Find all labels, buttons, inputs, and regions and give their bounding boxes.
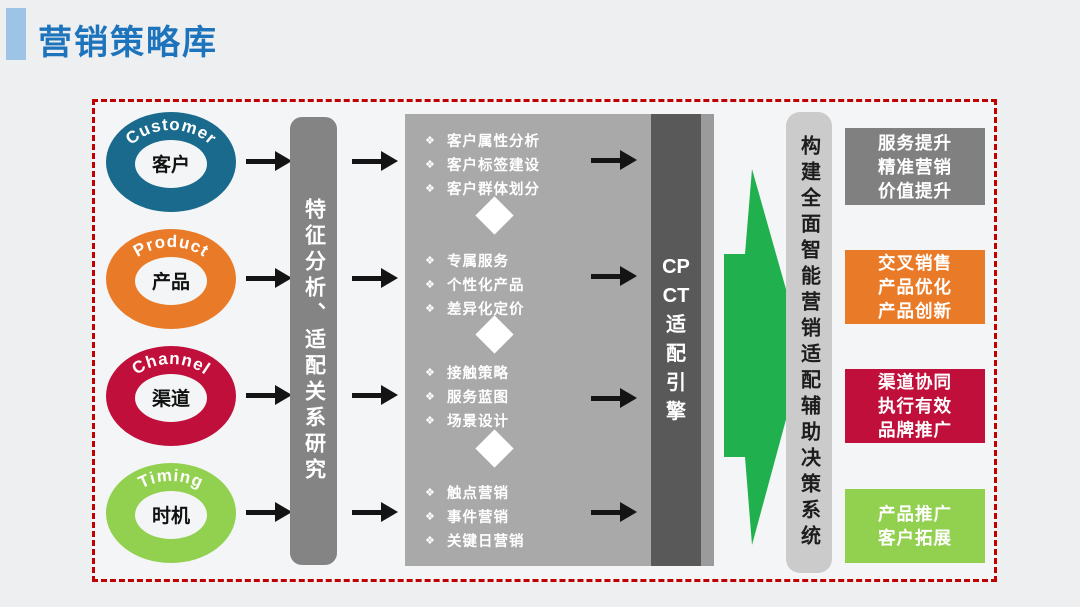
strategy-item: 个性化产品 (447, 277, 525, 294)
input-donut-channel: Channel 渠道 (106, 346, 236, 446)
donut-label-zh: 客户 (152, 153, 190, 176)
strategy-item: 关键日营销 (447, 533, 525, 550)
input-donut-timing: Timing 时机 (106, 463, 236, 563)
diamond-bullet-icon: ❖ (425, 414, 435, 427)
diamond-bullet-icon: ❖ (425, 510, 435, 523)
result-box-promotion: 产品推广客户拓展 (845, 489, 985, 563)
diamond-bullet-icon: ❖ (425, 182, 435, 195)
strategy-panel: ❖ 客户属性分析 ❖ 客户标签建设 ❖ 客户群体划分 ❖ 专属服务 ❖ 个性化产品 ❖ 差异… (405, 114, 651, 566)
diamond-bullet-icon: ❖ (425, 366, 435, 379)
right-arrow-icon (591, 502, 637, 523)
diamond-bullet-icon: ❖ (425, 134, 435, 147)
outcome-bar-label: 构建全面智能营销适配辅助决策系统 (797, 134, 820, 551)
diamond-bullet-icon: ❖ (425, 158, 435, 171)
strategy-item: 差异化定价 (447, 301, 525, 318)
right-arrow-icon (352, 385, 398, 406)
donut-hole (135, 374, 207, 422)
separator-diamond-icon (475, 429, 514, 468)
page-title: 营销策略库 (38, 24, 218, 62)
input-donut-product: Product 产品 (106, 229, 236, 329)
diamond-bullet-icon: ❖ (425, 278, 435, 291)
result-box-service: 服务提升精准营销价值提升 (845, 128, 985, 205)
title-accent-bar (6, 8, 26, 60)
diamond-bullet-icon: ❖ (425, 390, 435, 403)
diamond-bullet-icon: ❖ (425, 254, 435, 267)
result-box-channel: 渠道协同执行有效品牌推广 (845, 369, 985, 443)
stage-bar-label: 特征分析、适配关系研究 (302, 198, 326, 484)
right-arrow-icon (591, 388, 637, 409)
separator-diamond-icon (475, 196, 514, 235)
strategy-group-channel: ❖ 接触策略 ❖ 服务蓝图 ❖ 场景设计 (425, 360, 509, 432)
strategy-item: 接触策略 (447, 365, 509, 382)
separator-diamond-icon (475, 315, 514, 354)
donut-label-zh: 时机 (152, 505, 190, 527)
stage-bar-feature-analysis: 特征分析、适配关系研究 (290, 117, 337, 565)
donut-label-zh: 产品 (152, 270, 190, 293)
big-green-arrow-icon (724, 169, 804, 545)
right-arrow-icon (591, 266, 637, 287)
donut-hole (135, 140, 207, 188)
strategy-group-product: ❖ 专属服务 ❖ 个性化产品 ❖ 差异化定价 (425, 248, 525, 320)
diamond-bullet-icon: ❖ (425, 302, 435, 315)
strategy-item: 客户群体划分 (447, 181, 540, 198)
right-arrow-icon (352, 151, 398, 172)
donut-hole (135, 257, 207, 305)
strategy-item: 场景设计 (447, 413, 509, 430)
strategy-item: 服务蓝图 (447, 389, 509, 406)
right-arrow-icon (591, 150, 637, 171)
result-box-sales: 交叉销售产品优化产品创新 (845, 250, 985, 324)
input-donut-customer: Customer 客户 (106, 112, 236, 212)
strategy-item: 客户标签建设 (447, 157, 540, 174)
engine-bar-edge (701, 114, 714, 566)
right-arrow-icon (246, 502, 292, 523)
strategy-item: 事件营销 (447, 509, 509, 526)
outcome-bar-system: 构建全面智能营销适配辅助决策系统 (786, 112, 832, 573)
donut-hole (135, 491, 207, 539)
strategy-group-timing: ❖ 触点营销 ❖ 事件营销 ❖ 关键日营销 (425, 480, 525, 552)
strategy-item: 触点营销 (447, 485, 509, 502)
right-arrow-icon (352, 268, 398, 289)
diamond-bullet-icon: ❖ (425, 486, 435, 499)
right-arrow-icon (352, 502, 398, 523)
strategy-item: 客户属性分析 (447, 133, 540, 150)
right-arrow-icon (246, 268, 292, 289)
donut-label-zh: 渠道 (152, 387, 190, 410)
right-arrow-icon (246, 385, 292, 406)
strategy-group-customer: ❖ 客户属性分析 ❖ 客户标签建设 ❖ 客户群体划分 (425, 128, 540, 200)
strategy-item: 专属服务 (447, 253, 509, 270)
diamond-bullet-icon: ❖ (425, 534, 435, 547)
right-arrow-icon (246, 151, 292, 172)
